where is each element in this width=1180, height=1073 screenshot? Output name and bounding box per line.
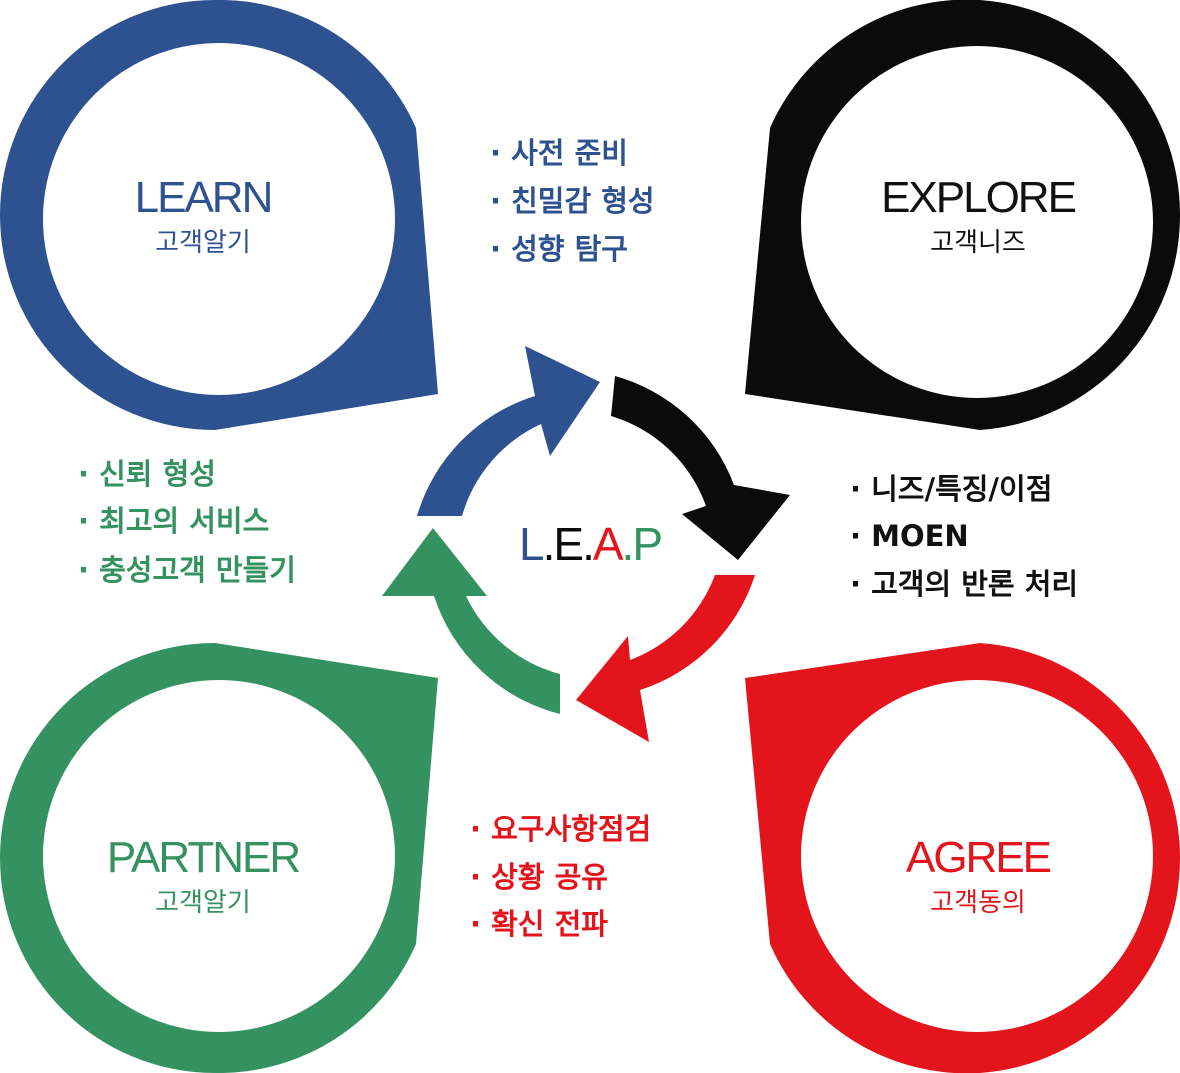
leap-dot-2: . bbox=[582, 518, 593, 570]
learn-pin-hole bbox=[43, 43, 395, 395]
leap-letter-p: P bbox=[632, 518, 661, 570]
partner-pin-hole bbox=[43, 680, 395, 1032]
explore-list-item: · 니즈/특징/이점 bbox=[850, 472, 1052, 506]
agree-list: · 요구사항점검 · 상황 공유 · 확신 전파 bbox=[470, 812, 651, 941]
leap-dot-1: . bbox=[543, 518, 554, 570]
partner-subtitle: 고객알기 bbox=[155, 888, 251, 918]
explore-arrow bbox=[611, 376, 790, 560]
leap-letter-l: L bbox=[519, 518, 544, 570]
explore-subtitle: 고객니즈 bbox=[930, 228, 1026, 258]
partner-list-item: · 충성고객 만들기 bbox=[78, 553, 296, 587]
learn-pin: LEARN 고객알기 bbox=[0, 0, 438, 430]
leap-letter-a: A bbox=[593, 518, 624, 570]
partner-title: PARTNER bbox=[107, 833, 299, 882]
agree-title: AGREE bbox=[906, 833, 1051, 882]
learn-arrow bbox=[417, 346, 600, 516]
leap-dot-3: . bbox=[622, 518, 633, 570]
agree-subtitle: 고객동의 bbox=[930, 888, 1026, 918]
learn-subtitle: 고객알기 bbox=[155, 228, 251, 258]
partner-list: · 신뢰 형성 · 최고의 서비스 · 충성고객 만들기 bbox=[78, 457, 296, 587]
agree-list-item: · 요구사항점검 bbox=[470, 812, 651, 846]
partner-list-item: · 최고의 서비스 bbox=[78, 504, 269, 538]
agree-pin: AGREE 고객동의 bbox=[745, 643, 1180, 1073]
learn-list-item: · 친밀감 형성 bbox=[490, 184, 655, 218]
leap-label: L.E.A.P bbox=[519, 518, 661, 570]
agree-list-item: · 확신 전파 bbox=[470, 907, 608, 941]
learn-list-item: · 사전 준비 bbox=[490, 136, 628, 170]
agree-arrow bbox=[576, 575, 755, 742]
partner-list-item: · 신뢰 형성 bbox=[78, 457, 216, 491]
learn-title: LEARN bbox=[135, 173, 272, 222]
explore-list: · 니즈/특징/이점 · MOEN · 고객의 반론 처리 bbox=[850, 472, 1078, 601]
explore-pin: EXPLORE 고객니즈 bbox=[745, 0, 1180, 430]
learn-list-item: · 성향 탐구 bbox=[490, 232, 628, 266]
explore-list-item: · MOEN bbox=[850, 519, 969, 553]
explore-list-item: · 고객의 반론 처리 bbox=[850, 567, 1078, 601]
explore-pin-hole bbox=[801, 46, 1153, 398]
explore-title: EXPLORE bbox=[881, 173, 1076, 222]
learn-list: · 사전 준비 · 친밀감 형성 · 성향 탐구 bbox=[490, 136, 655, 266]
leap-letter-e: E bbox=[553, 518, 582, 570]
agree-pin-hole bbox=[801, 680, 1153, 1032]
partner-arrow bbox=[382, 528, 560, 714]
agree-list-item: · 상황 공유 bbox=[470, 860, 608, 894]
partner-pin: PARTNER 고객알기 bbox=[0, 643, 438, 1073]
